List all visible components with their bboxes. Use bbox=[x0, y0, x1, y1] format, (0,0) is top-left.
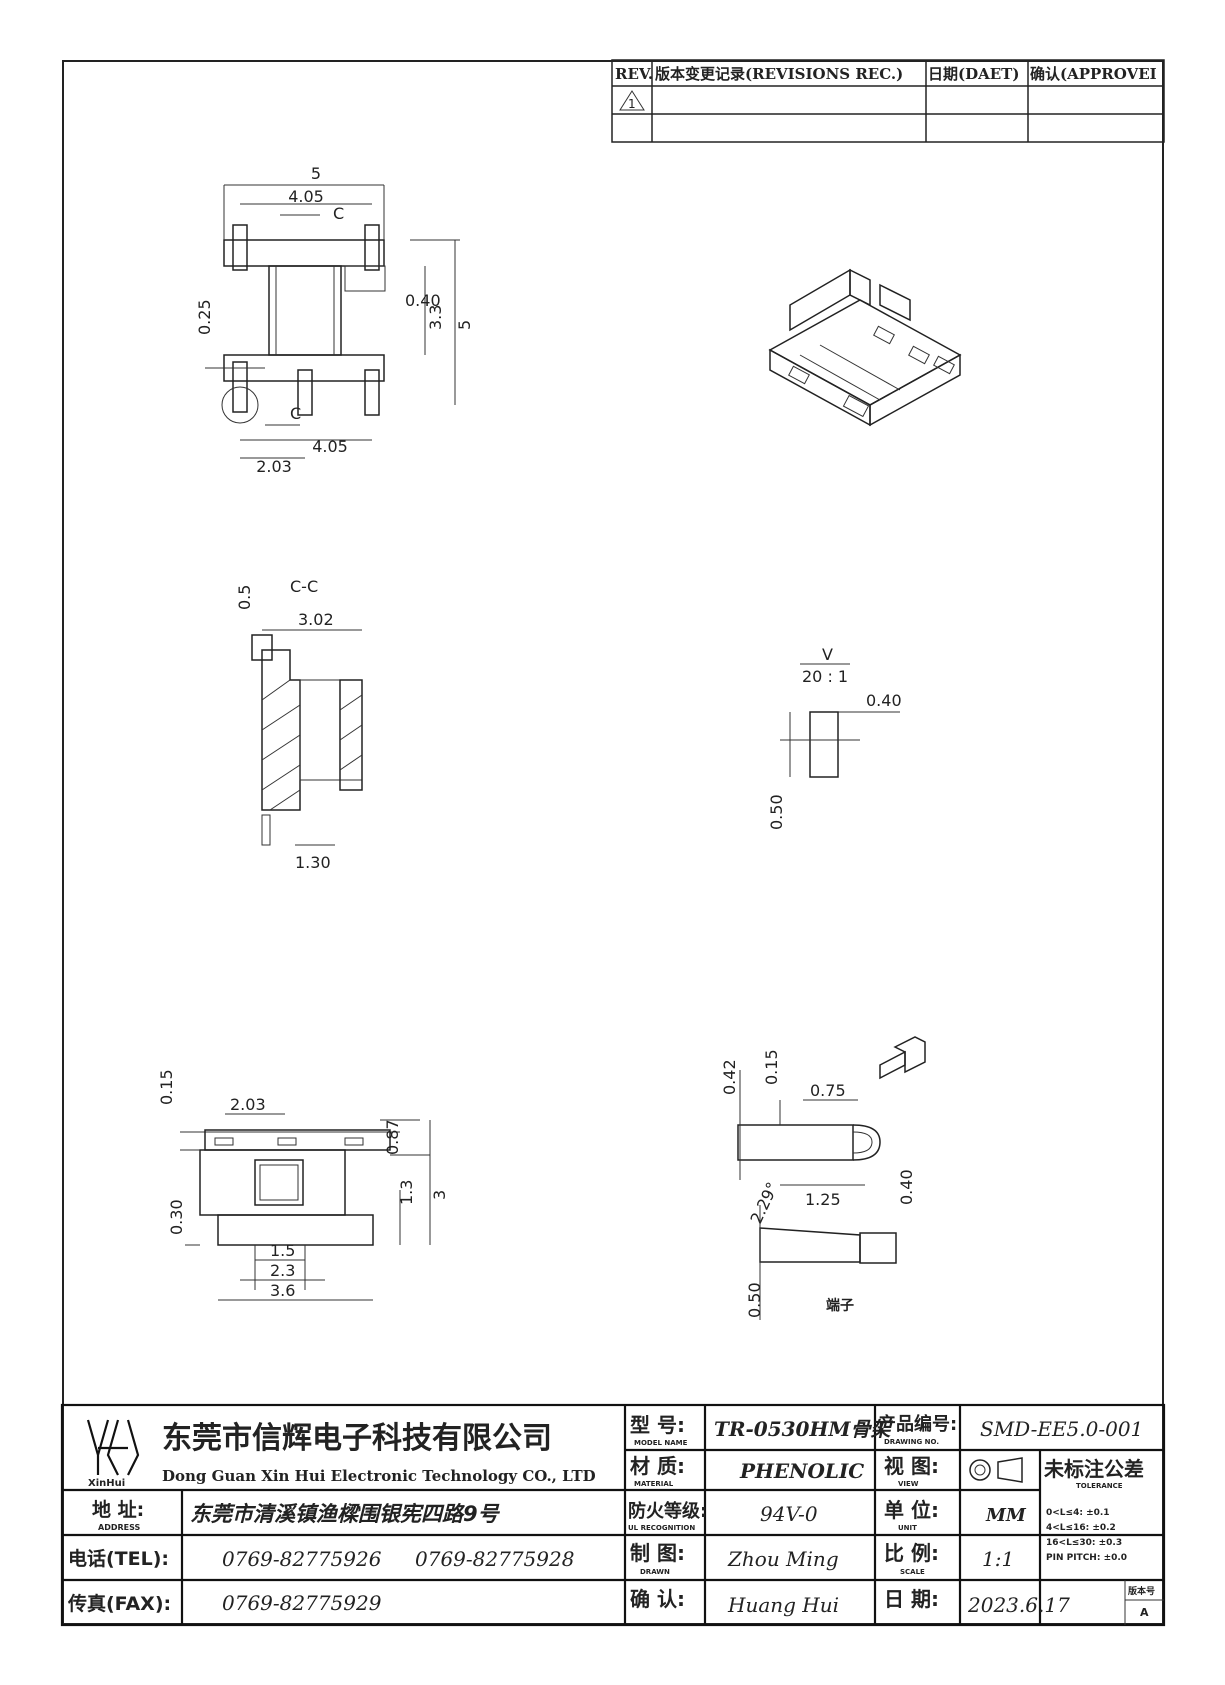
tolerance-title-en: TOLERANCE bbox=[1076, 1482, 1123, 1490]
date-value: 2023.6.17 bbox=[967, 1593, 1070, 1617]
revision-approve-label: 确认(APPROVEI bbox=[1030, 65, 1157, 83]
section-dim-bottom: 1.30 bbox=[295, 853, 331, 872]
section-title: C-C bbox=[290, 577, 318, 596]
tel-value-2: 0769-82775928 bbox=[415, 1547, 574, 1571]
check-label: 确 认: bbox=[630, 1587, 685, 1611]
drawn-value: Zhou Ming bbox=[727, 1547, 839, 1571]
fax-value: 0769-82775929 bbox=[222, 1591, 382, 1615]
revision-date-label: 日期(DAET) bbox=[928, 65, 1019, 83]
drawing-no-label-en: DRAWING NO. bbox=[884, 1438, 939, 1446]
side-dim-top-left: 0.15 bbox=[157, 1069, 176, 1105]
side-dim-mid: 2.3 bbox=[270, 1261, 295, 1280]
unit-label: 单 位: bbox=[884, 1498, 939, 1522]
view-label: 视 图: bbox=[884, 1454, 939, 1478]
terminal-view: 0.42 0.15 0.75 1.25 0.40 2.29° 0.50 端子 bbox=[720, 1036, 926, 1320]
tolerance-title: 未标注公差 bbox=[1044, 1457, 1144, 1481]
projection-symbol-icon bbox=[969, 1457, 1023, 1483]
detail-title: V bbox=[822, 645, 833, 664]
section-dim-top: 0.5 bbox=[235, 585, 254, 610]
company-logo: XinHui bbox=[86, 1419, 140, 1489]
side-view: 0.15 2.03 0.87 1.3 3 0.30 1.5 2.3 3.6 bbox=[157, 1069, 449, 1301]
tolerance-row: 4<L≤16: ±0.2 bbox=[1046, 1523, 1116, 1533]
revision-record-label: 版本变更记录(REVISIONS REC.) bbox=[655, 65, 903, 83]
terminal-label: 端子 bbox=[826, 1297, 854, 1314]
fax-label: 传真(FAX): bbox=[67, 1592, 171, 1615]
detail-scale: 20 : 1 bbox=[802, 667, 848, 686]
drawing-no-label: 产品编号: bbox=[878, 1413, 957, 1435]
material-label: 材 质: bbox=[630, 1454, 685, 1478]
company-name-en: Dong Guan Xin Hui Electronic Technology … bbox=[162, 1467, 596, 1485]
dim-top-inner: 4.05 bbox=[288, 187, 324, 206]
model-label: 型 号: bbox=[630, 1413, 685, 1437]
section-view: C-C 0.5 3.02 1.30 bbox=[235, 577, 363, 872]
address-label: 地 址: bbox=[92, 1498, 144, 1521]
drawn-label: 制 图: bbox=[630, 1541, 685, 1565]
side-dim-right-small: 1.3 bbox=[397, 1180, 416, 1205]
tolerance-table: 0<L≤4: ±0.1 4<L≤16: ±0.2 16<L≤30: ±0.3 P… bbox=[1046, 1508, 1127, 1563]
side-dim-pin-pitch: 2.03 bbox=[230, 1095, 266, 1114]
scale-label-en: SCALE bbox=[900, 1568, 925, 1576]
detail-dim-height: 0.50 bbox=[767, 794, 786, 830]
dim-bottom-inner: 4.05 bbox=[312, 437, 348, 456]
address-label-en: ADDRESS bbox=[98, 1523, 141, 1532]
terminal-dim-c: 0.75 bbox=[810, 1081, 846, 1100]
tolerance-row: 0<L≤4: ±0.1 bbox=[1046, 1508, 1110, 1518]
revision-block: REV. 版本变更记录(REVISIONS REC.) 日期(DAET) 确认(… bbox=[611, 59, 1165, 143]
terminal-dim-b: 0.15 bbox=[762, 1049, 781, 1085]
detail-dim-width: 0.40 bbox=[866, 691, 902, 710]
unit-label-en: UNIT bbox=[898, 1524, 917, 1532]
tolerance-row: PIN PITCH: ±0.0 bbox=[1046, 1553, 1127, 1563]
drawn-label-en: DRAWN bbox=[640, 1568, 670, 1576]
dim-top-width: 5 bbox=[311, 164, 321, 183]
scale-value: 1:1 bbox=[982, 1547, 1014, 1571]
model-value: TR-0530HM骨架 bbox=[714, 1417, 894, 1441]
company-name-cn: 东莞市信辉电子科技有限公司 bbox=[162, 1421, 552, 1456]
section-dim-width: 3.02 bbox=[298, 610, 334, 629]
version-label: 版本号 bbox=[1127, 1585, 1155, 1597]
dim-pin-offset: 2.03 bbox=[256, 457, 292, 476]
ul-value: 94V-0 bbox=[760, 1502, 818, 1526]
ul-label: 防火等级: bbox=[628, 1500, 707, 1522]
tel-label: 电话(TEL): bbox=[68, 1547, 169, 1570]
drawing-no-value: SMD-EE5.0-001 bbox=[980, 1417, 1143, 1441]
dim-pin-gap: 0.40 bbox=[405, 291, 441, 310]
rev-label: REV. bbox=[615, 65, 653, 83]
side-dim-left: 0.30 bbox=[167, 1199, 186, 1235]
version-value: A bbox=[1140, 1606, 1149, 1619]
dim-core-height: 3.3 bbox=[426, 305, 445, 330]
unit-value: MM bbox=[985, 1505, 1027, 1526]
terminal-dim-d: 1.25 bbox=[805, 1190, 841, 1209]
section-mark-top: C bbox=[333, 204, 344, 223]
side-dim-top-right: 0.87 bbox=[383, 1119, 402, 1155]
view-label-en: VIEW bbox=[898, 1480, 919, 1488]
section-mark-bottom: C bbox=[290, 404, 301, 423]
tel-value-1: 0769-82775926 bbox=[222, 1547, 382, 1571]
title-block: XinHui 东莞市信辉电子科技有限公司 Dong Guan Xin Hui E… bbox=[60, 1403, 1166, 1627]
ul-label-en: UL RECOGNITION bbox=[628, 1524, 695, 1532]
scale-label: 比 例: bbox=[884, 1541, 939, 1565]
address-value: 东莞市清溪镇渔樑围银宪四路9号 bbox=[190, 1502, 501, 1526]
terminal-dim-e: 0.40 bbox=[897, 1169, 916, 1205]
dim-height-total: 5 bbox=[455, 320, 474, 330]
terminal-dim-f: 0.50 bbox=[745, 1282, 764, 1318]
side-dim-right-total: 3 bbox=[430, 1190, 449, 1200]
top-view: 5 4.05 C 0.25 0.40 3.3 5 C 4.05 2.03 bbox=[195, 164, 474, 476]
date-label: 日 期: bbox=[884, 1587, 939, 1611]
tolerance-row: 16<L≤30: ±0.3 bbox=[1046, 1538, 1122, 1548]
check-value: Huang Hui bbox=[727, 1593, 839, 1617]
terminal-dim-angle: 2.29° bbox=[746, 1179, 782, 1227]
dim-left-vertical: 0.25 bbox=[195, 299, 214, 335]
detail-view: V 20 : 1 0.40 0.50 bbox=[767, 645, 902, 830]
revision-triangle-icon bbox=[619, 90, 645, 111]
terminal-dim-a: 0.42 bbox=[720, 1059, 739, 1095]
revision-symbol: 1 bbox=[628, 97, 636, 111]
material-value: PHENOLIC bbox=[739, 1459, 864, 1483]
side-dim-inner: 1.5 bbox=[270, 1241, 295, 1260]
logo-caption: XinHui bbox=[88, 1478, 125, 1489]
material-label-en: MATERIAL bbox=[634, 1480, 674, 1488]
side-dim-total: 3.6 bbox=[270, 1281, 295, 1300]
model-label-en: MODEL NAME bbox=[634, 1439, 688, 1447]
isometric-view bbox=[768, 268, 962, 427]
